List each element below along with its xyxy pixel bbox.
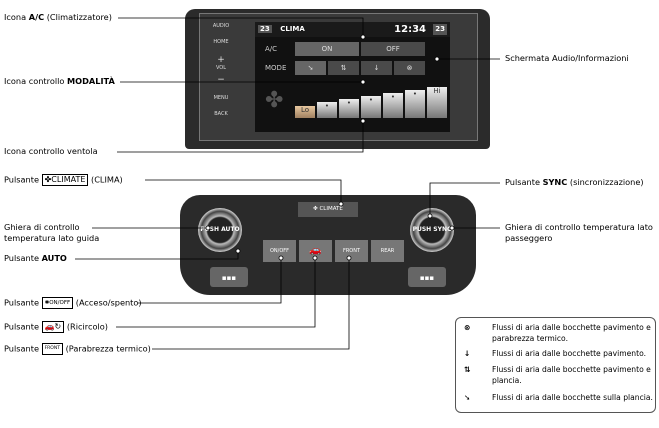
menu-button[interactable]: MENU (213, 95, 229, 101)
driver-seat-heater-button[interactable]: ▪▪▪ (210, 267, 248, 287)
temp-right: 23 (433, 24, 447, 35)
floor-icon: ↓ (464, 349, 471, 358)
recirculation-key-icon: 🚗↻ (41, 321, 65, 333)
callout-ac-icon: Icona A/C (Climatizzatore) (4, 12, 112, 22)
passenger-seat-heater-button[interactable]: ▪▪▪ (408, 267, 446, 287)
side-buttons: AUDIO HOME + VOL − MENU BACK (207, 19, 235, 135)
mode-floor-dash-icon[interactable]: ⇅ (328, 61, 359, 75)
head-unit: AUDIO HOME + VOL − MENU BACK 23 CLIMA 12… (185, 5, 490, 153)
callout-sync-button: Pulsante SYNC (sincronizzazione) (505, 177, 644, 187)
leader-ac (118, 17, 364, 37)
fan-level-lo[interactable]: Lo (295, 106, 315, 118)
mode-dash-icon[interactable]: ➘ (295, 61, 326, 75)
vol-label: VOL (215, 65, 227, 71)
floor-defrost-icon: ⊗ (464, 323, 471, 332)
recirculation-button[interactable]: 🚗 (299, 240, 332, 262)
climate-button-label: CLIMATE (319, 206, 343, 212)
leader-recirc (116, 258, 316, 328)
rear-defrost-button[interactable]: REAR (371, 240, 404, 262)
control-panel: ✤ CLIMATE PUSH AUTO PUSH SYNC ON/OFF 🚗 F… (180, 195, 476, 303)
leader-sync (429, 182, 500, 216)
fan-level-3[interactable]: • (339, 99, 359, 118)
climate-button[interactable]: ✤ CLIMATE (298, 202, 358, 217)
front-defrost-key-icon: FRONT (41, 343, 63, 355)
callout-recirc-button: Pulsante 🚗↻ (Ricircolo) (4, 321, 108, 333)
vol-up-button[interactable]: + (217, 55, 225, 65)
climate-key-icon: ✤CLIMATE (41, 174, 89, 186)
audio-info-screen: 23 CLIMA 12:34 23 A/C ON OFF MODE ➘ ⇅ ↓ … (255, 22, 450, 132)
vol-down-button[interactable]: − (217, 75, 225, 85)
callout-auto-button: Pulsante AUTO (4, 253, 67, 263)
fan-level-2[interactable]: • (317, 102, 337, 118)
airflow-legend: ⊗Flussi di aria dalle bocchette paviment… (455, 317, 656, 413)
fan-level-4[interactable]: • (361, 96, 381, 118)
floor-dash-icon: ⇅ (464, 365, 471, 374)
leader-climate (145, 179, 342, 204)
status-bar: 23 CLIMA 12:34 23 (255, 22, 450, 37)
driver-temp-knob[interactable]: PUSH AUTO (198, 208, 242, 252)
ac-off-button[interactable]: OFF (361, 42, 425, 56)
ac-label: A/C (265, 45, 278, 53)
fan-icon: ✤ (265, 88, 284, 113)
fan-level-6[interactable]: • (405, 90, 425, 118)
temp-left: 23 (258, 25, 272, 33)
mode-row: MODE ➘ ⇅ ↓ ⊗ (255, 60, 450, 76)
callout-climate-button: Pulsante ✤CLIMATE (CLIMA) (4, 174, 123, 186)
mode-label: MODE (265, 64, 287, 72)
callout-onoff-button: Pulsante ✱ON/OFF (Acceso/spento) (4, 297, 142, 309)
screen-title: CLIMA (280, 25, 305, 33)
leader-fan (117, 121, 364, 153)
audio-button[interactable]: AUDIO (212, 23, 230, 29)
fan-level-hi[interactable]: Hi (427, 87, 447, 118)
home-button[interactable]: HOME (213, 39, 229, 45)
clock: 12:34 (394, 24, 426, 35)
front-defrost-button[interactable]: FRONT (335, 240, 368, 262)
callout-fan-icon: Icona controllo ventola (4, 146, 98, 156)
onoff-button[interactable]: ON/OFF (263, 240, 296, 262)
ac-row: A/C ON OFF (255, 41, 450, 57)
onoff-key-icon: ✱ON/OFF (41, 297, 74, 309)
fan-level-5[interactable]: • (383, 93, 403, 118)
leader-auto (75, 251, 239, 260)
mode-floor-icon[interactable]: ↓ (361, 61, 392, 75)
leader-onoff (138, 258, 282, 304)
callout-mode-icon: Icona controllo MODALITÀ (4, 76, 115, 86)
dash-icon: ➘ (464, 393, 471, 402)
leader-defrost (152, 258, 350, 350)
callout-audio-screen: Schermata Audio/Informazioni (505, 53, 629, 63)
mode-floor-defrost-icon[interactable]: ⊗ (394, 61, 425, 75)
ac-on-button[interactable]: ON (295, 42, 359, 56)
back-button[interactable]: BACK (214, 111, 228, 117)
callout-defrost-button: Pulsante FRONT (Parabrezza termico) (4, 343, 151, 355)
